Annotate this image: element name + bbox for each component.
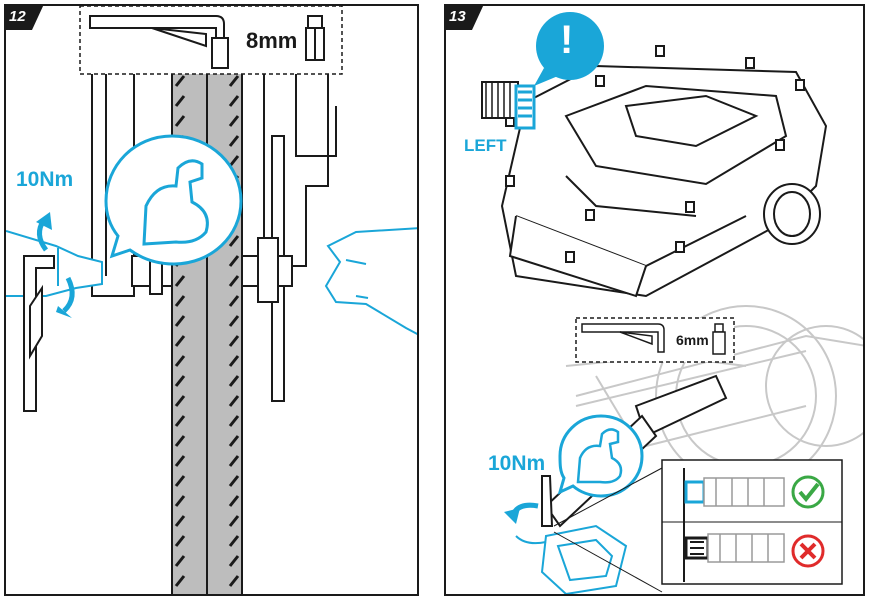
tool-callout: [575, 317, 735, 363]
incorrect-install: [684, 533, 785, 563]
tool-size-label: 6mm: [676, 332, 709, 348]
step-number-badge: 12: [6, 6, 44, 30]
step-12-illustration: [6, 6, 417, 594]
bike-frame: [565, 305, 863, 487]
small-pedal: [540, 524, 628, 594]
hex-bit-icon: [712, 323, 726, 355]
right-hand: [324, 227, 417, 335]
pedal-spindle: [481, 81, 536, 130]
alert-icon: [534, 12, 604, 86]
step-number: 12: [9, 8, 26, 25]
step-number: 13: [449, 8, 466, 25]
tool-callout: [79, 6, 343, 75]
side-label: LEFT: [464, 136, 507, 155]
torque-bicep-icon: [557, 414, 644, 498]
pedal-drawing: [500, 45, 828, 298]
wrench-on-crank: [541, 475, 554, 527]
torque-label: 10Nm: [16, 168, 74, 191]
step-12-panel: 12 8mm 10Nm: [4, 4, 419, 596]
x-circle-icon: [791, 534, 825, 568]
tool-size-label: 8mm: [246, 28, 298, 53]
torque-label: 10Nm: [488, 452, 546, 475]
alert-glyph: !: [560, 18, 574, 62]
correct-install: [684, 477, 785, 507]
step-13-illustration: [481, 12, 863, 594]
check-circle-icon: [791, 475, 825, 509]
step-13-panel: 13 ! LEFT 6mm 10Nm: [444, 4, 865, 596]
allen-key: [23, 255, 55, 412]
hex-bit-icon: [305, 15, 325, 61]
step-number-badge: 13: [446, 6, 484, 30]
correct-incorrect-inset: [661, 459, 843, 585]
torque-bicep-icon: [104, 134, 243, 266]
